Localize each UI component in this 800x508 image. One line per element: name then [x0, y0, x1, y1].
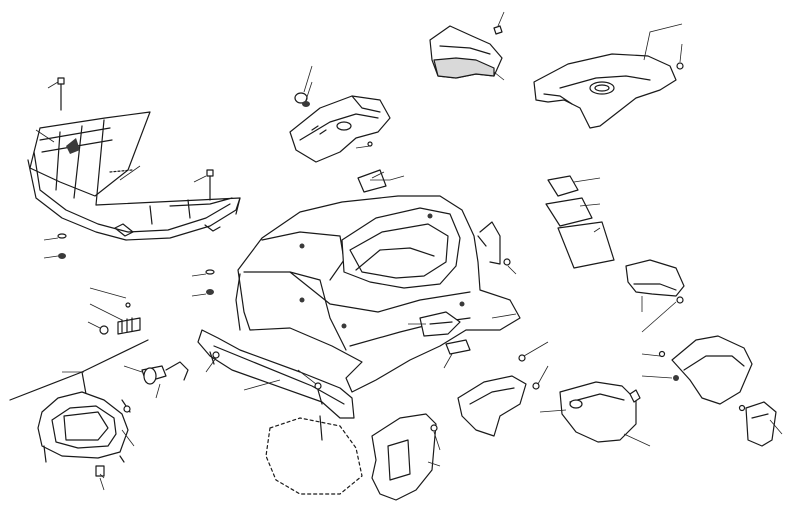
rack-fasteners — [57, 77, 215, 295]
decals — [357, 169, 615, 269]
headlight-visor — [429, 25, 503, 79]
leader-lines — [35, 11, 783, 491]
instrument-pod — [533, 53, 684, 129]
fender-bracket — [419, 258, 511, 355]
front-rack — [27, 111, 241, 241]
front-bumper-bar — [197, 329, 363, 495]
console-panel — [289, 92, 391, 163]
side-panels — [371, 259, 777, 501]
headlight-assembly — [9, 302, 189, 477]
front-fender — [235, 195, 521, 393]
